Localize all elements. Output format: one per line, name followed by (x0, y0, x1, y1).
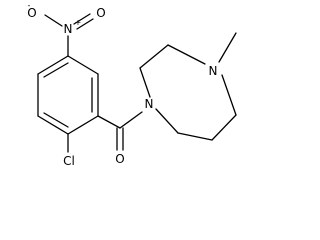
diazepane-bond-c6-c7 (177, 132, 213, 141)
nitro-double-oxygen-label: O (96, 6, 105, 20)
diazepane-bond-n4-c5 (221, 74, 237, 116)
carbonyl-oxygen-label: O (115, 152, 124, 166)
ring-bond-c3-c4 (67, 115, 99, 135)
ring-double-bond-c6-c1 (43, 62, 69, 78)
bond-nitro-n-o2a (73, 13, 91, 25)
ring-bond-c6-c1 (37, 55, 69, 75)
diazepane-bond-c2-c3 (139, 44, 169, 69)
diazepane-bond-c5-c6 (211, 114, 237, 141)
nitro-nitrogen-charge: + (75, 18, 82, 27)
benzene-ring (37, 55, 99, 135)
chlorine-label: Cl (63, 154, 75, 168)
bond-carbonyl-amide-n (119, 111, 143, 129)
nitro-nitrogen-label: N (64, 22, 73, 36)
ring-bond-c4-c5 (37, 115, 69, 135)
bond-ring-carbonyl (97, 115, 121, 129)
ring-double-bond-c4-c5 (43, 112, 69, 128)
amide-nitrogen-label: N (145, 97, 154, 111)
molecule-diagram: O - N + O Cl O N N (27, 1, 237, 168)
bond-nitro-n-o1 (44, 14, 63, 27)
diazepane-ring (139, 44, 237, 141)
diazepane-bond-n1-c2 (139, 67, 151, 98)
diazepane-bond-c3-n4 (167, 44, 206, 65)
bond-amine-n-methyl (218, 32, 237, 63)
nitro-oxygen-charge: - (28, 1, 31, 10)
nitro-oxygen-label: O (27, 6, 36, 20)
amine-nitrogen-label: N (209, 64, 218, 78)
bond-nitro-n-o2b (76, 18, 94, 30)
ring-bond-c1-c2 (67, 55, 99, 75)
diazepane-bond-c7-n1 (155, 108, 179, 134)
